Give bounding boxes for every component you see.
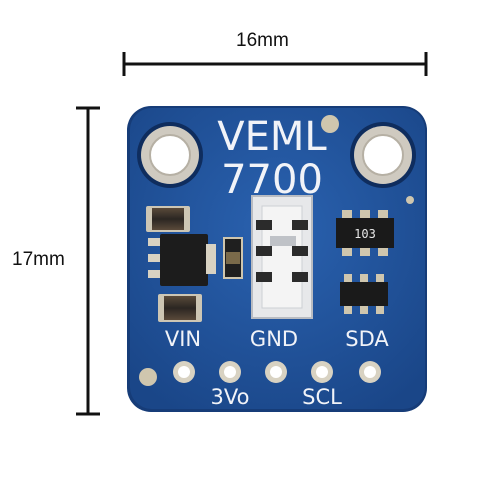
title-line1: VEML <box>217 114 327 160</box>
mounting-hole-left <box>137 122 203 188</box>
height-dimension-label: 17mm <box>12 249 65 270</box>
via <box>406 196 414 204</box>
pin-label-scl: SCL <box>302 385 342 409</box>
resistor-network: 103 <box>336 210 394 256</box>
height-dimension-line <box>76 106 100 416</box>
resistor-code: 103 <box>354 227 376 241</box>
fiducial-bottom <box>139 368 157 386</box>
capacitor-top <box>146 206 190 232</box>
fiducial-top <box>321 115 339 133</box>
pin-label-gnd: GND <box>250 327 298 351</box>
voltage-regulator <box>148 234 216 286</box>
mounting-hole-right <box>350 122 416 188</box>
resistor-small <box>223 237 243 279</box>
width-dimension-label: 16mm <box>236 30 289 51</box>
header-pads <box>173 361 381 383</box>
pin-label-sda: SDA <box>345 327 389 351</box>
level-shifter-ic <box>340 274 388 314</box>
light-sensor <box>251 195 313 319</box>
width-dimension-line <box>122 52 428 76</box>
pin-label-vin: VIN <box>165 327 201 351</box>
pin-label-3vo: 3Vo <box>211 385 250 409</box>
capacitor-bottom <box>158 294 202 322</box>
